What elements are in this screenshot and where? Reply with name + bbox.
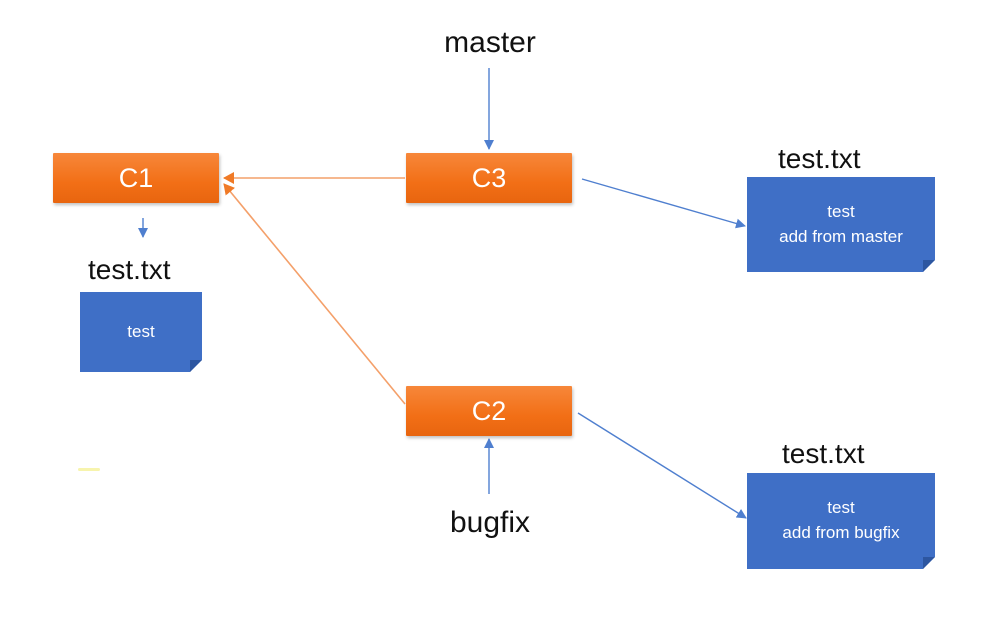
commit-c2-label: C2 bbox=[471, 395, 507, 426]
highlight-mark bbox=[78, 468, 100, 471]
c1-file-document: test bbox=[80, 292, 202, 372]
commit-c3: C3 bbox=[406, 153, 572, 203]
c2-to-c1-parent-link bbox=[223, 183, 406, 405]
branch-master-label: master bbox=[444, 26, 536, 59]
c2-to-file-link bbox=[577, 412, 747, 519]
commit-c1: C1 bbox=[53, 153, 219, 203]
commit-c2: C2 bbox=[406, 386, 572, 436]
commit-c1-label: C1 bbox=[118, 162, 154, 193]
c2-file-line-1: test bbox=[827, 498, 855, 518]
branch-bugfix-label: bugfix bbox=[449, 506, 531, 539]
c3-file-title: test.txt bbox=[778, 143, 861, 174]
c3-to-file-link bbox=[581, 178, 746, 229]
c2-file-title: test.txt bbox=[782, 438, 865, 469]
c3-file-document: test add from master bbox=[747, 177, 935, 272]
c1-file-title: test.txt bbox=[88, 254, 171, 285]
c3-file-line-1: test bbox=[827, 201, 855, 221]
c3-file-line-2: add from master bbox=[779, 226, 903, 246]
c1-file-line-1: test bbox=[127, 321, 155, 341]
commit-c3-label: C3 bbox=[471, 162, 507, 193]
c2-file-line-2: add from bugfix bbox=[782, 523, 900, 542]
c2-file-document: test add from bugfix bbox=[747, 473, 935, 569]
